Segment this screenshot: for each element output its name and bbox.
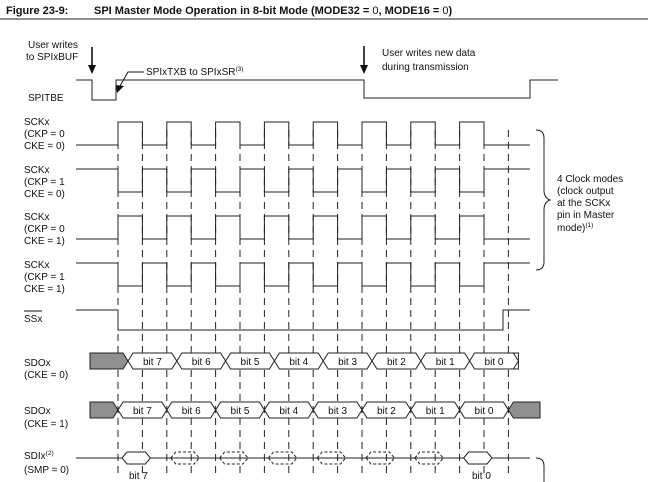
svg-text:(CKE = 1): (CKE = 1): [24, 419, 68, 430]
sdi-sample-window: [365, 451, 396, 465]
sck3-label: SCKx (CKP = 0 CKE = 1): [24, 212, 65, 247]
user-writes-line2: to SPIxBUF: [26, 52, 78, 63]
new-data-line1: User writes new data: [382, 48, 476, 59]
bus-bit-label: bit 2: [387, 357, 406, 368]
svg-text:(CKE = 0): (CKE = 0): [24, 370, 68, 381]
bus-bit-label: bit 7: [143, 357, 162, 368]
user-writes-line1: User writes: [28, 40, 78, 51]
figure-title: SPI Master Mode Operation in 8-bit Mode …: [94, 5, 453, 17]
bus-bit-label: bit 1: [426, 406, 445, 417]
svg-text:SCKx: SCKx: [24, 212, 50, 223]
svg-text:(CKP = 0: (CKP = 0: [24, 224, 65, 235]
svg-text:(CKP = 0: (CKP = 0: [24, 129, 65, 140]
svg-text:mode)(1): mode)(1): [557, 222, 593, 234]
spitbe-label: SPITBE: [28, 93, 64, 104]
figure-label: Figure 23-9:: [6, 5, 68, 17]
clock-modes-brace: [535, 129, 552, 271]
svg-text:(clock output: (clock output: [557, 186, 614, 197]
sck1-waveform: [76, 121, 530, 146]
bus-undefined-lead: [89, 352, 129, 370]
bus-bit-label: bit 4: [279, 406, 298, 417]
bus-bit-label: bit 5: [231, 406, 250, 417]
bus-bit-label: bit 3: [338, 357, 357, 368]
sck4-waveform: [76, 262, 530, 287]
sdi-sample-window: [316, 451, 347, 465]
svg-text:SCKx: SCKx: [24, 117, 50, 128]
sdo2-bus: bit 7 bit 6 bit 5 bit 4 bit 3 bit 2 bit 1 bit 0: [89, 401, 541, 419]
sdi-label: SDIx(2) (SMP = 0): [24, 450, 69, 476]
bus-bit-label: bit 4: [289, 357, 308, 368]
svg-text:(CKP = 1: (CKP = 1: [24, 177, 65, 188]
svg-text:(SMP = 0): (SMP = 0): [24, 465, 69, 476]
svg-text:SDOx: SDOx: [24, 358, 51, 369]
bus-bit-label: bit 1: [436, 357, 455, 368]
bus-bit-label: bit 7: [133, 406, 152, 417]
bus-bit-label: bit 0: [475, 406, 494, 417]
spitbe-waveform: [76, 79, 558, 101]
timing-grid: [117, 130, 509, 478]
svg-text:4 Clock modes: 4 Clock modes: [557, 174, 623, 185]
sdi-sample-window: [414, 451, 444, 465]
svg-text:SDIx(2): SDIx(2): [24, 450, 54, 462]
sck4-label: SCKx (CKP = 1 CKE = 1): [24, 260, 65, 295]
sck1-label: SCKx (CKP = 0 CKE = 0): [24, 117, 65, 152]
svg-text:at the SCKx: at the SCKx: [557, 198, 610, 209]
svg-text:SCKx: SCKx: [24, 165, 50, 176]
ss-waveform: [76, 309, 530, 331]
new-data-arrow: [360, 46, 368, 74]
sdi-brace: [535, 457, 545, 482]
user-writes-arrow: [88, 47, 96, 74]
bus-bit-label: bit 6: [192, 357, 211, 368]
sdi-bus: [76, 451, 530, 465]
bus-bit-label: bit 2: [377, 406, 396, 417]
ss-label: SSx: [24, 314, 42, 325]
bus-bit-label: bit 0: [485, 357, 504, 368]
sdi-sample-window: [170, 451, 200, 465]
sdi-bit-first: bit 7: [129, 471, 148, 482]
bus-bit-label: bit 5: [241, 357, 260, 368]
sdo2-label: SDOx (CKE = 1): [24, 406, 68, 430]
svg-text:pin in Master: pin in Master: [557, 210, 615, 221]
bus-bit-label: bit 3: [328, 406, 347, 417]
sck2-waveform: [76, 168, 530, 193]
bus-undefined-tail: [507, 401, 541, 419]
bus-bit-label: bit 6: [182, 406, 201, 417]
sdo1-label: SDOx (CKE = 0): [24, 358, 68, 381]
new-data-line2: during transmission: [382, 62, 469, 73]
bus-undefined-lead: [89, 401, 119, 419]
sdi-bit-last: bit 0: [472, 471, 491, 482]
sdi-sample-window: [218, 451, 249, 465]
svg-text:CKE = 1): CKE = 1): [24, 284, 65, 295]
sck3-waveform: [76, 215, 530, 240]
transfer-label: SPIxTXB to SPIxSR(3): [146, 66, 243, 78]
sck2-label: SCKx (CKP = 1 CKE = 0): [24, 165, 65, 200]
sdi-sample-window: [121, 451, 152, 465]
sdi-sample-window: [267, 451, 298, 465]
svg-text:SDOx: SDOx: [24, 406, 51, 417]
svg-text:(CKP = 1: (CKP = 1: [24, 272, 65, 283]
sdi-sample-window: [462, 451, 493, 465]
clock-modes-note: 4 Clock modes (clock output at the SCKx …: [557, 174, 623, 234]
svg-text:CKE = 0): CKE = 0): [24, 189, 65, 200]
transfer-leader: [116, 71, 144, 93]
sdo1-bus: bit 7 bit 6 bit 5 bit 4 bit 3 bit 2 bit 1 bit 0: [89, 352, 519, 370]
svg-text:CKE = 0): CKE = 0): [24, 141, 65, 152]
svg-text:CKE = 1): CKE = 1): [24, 236, 65, 247]
svg-text:SCKx: SCKx: [24, 260, 50, 271]
